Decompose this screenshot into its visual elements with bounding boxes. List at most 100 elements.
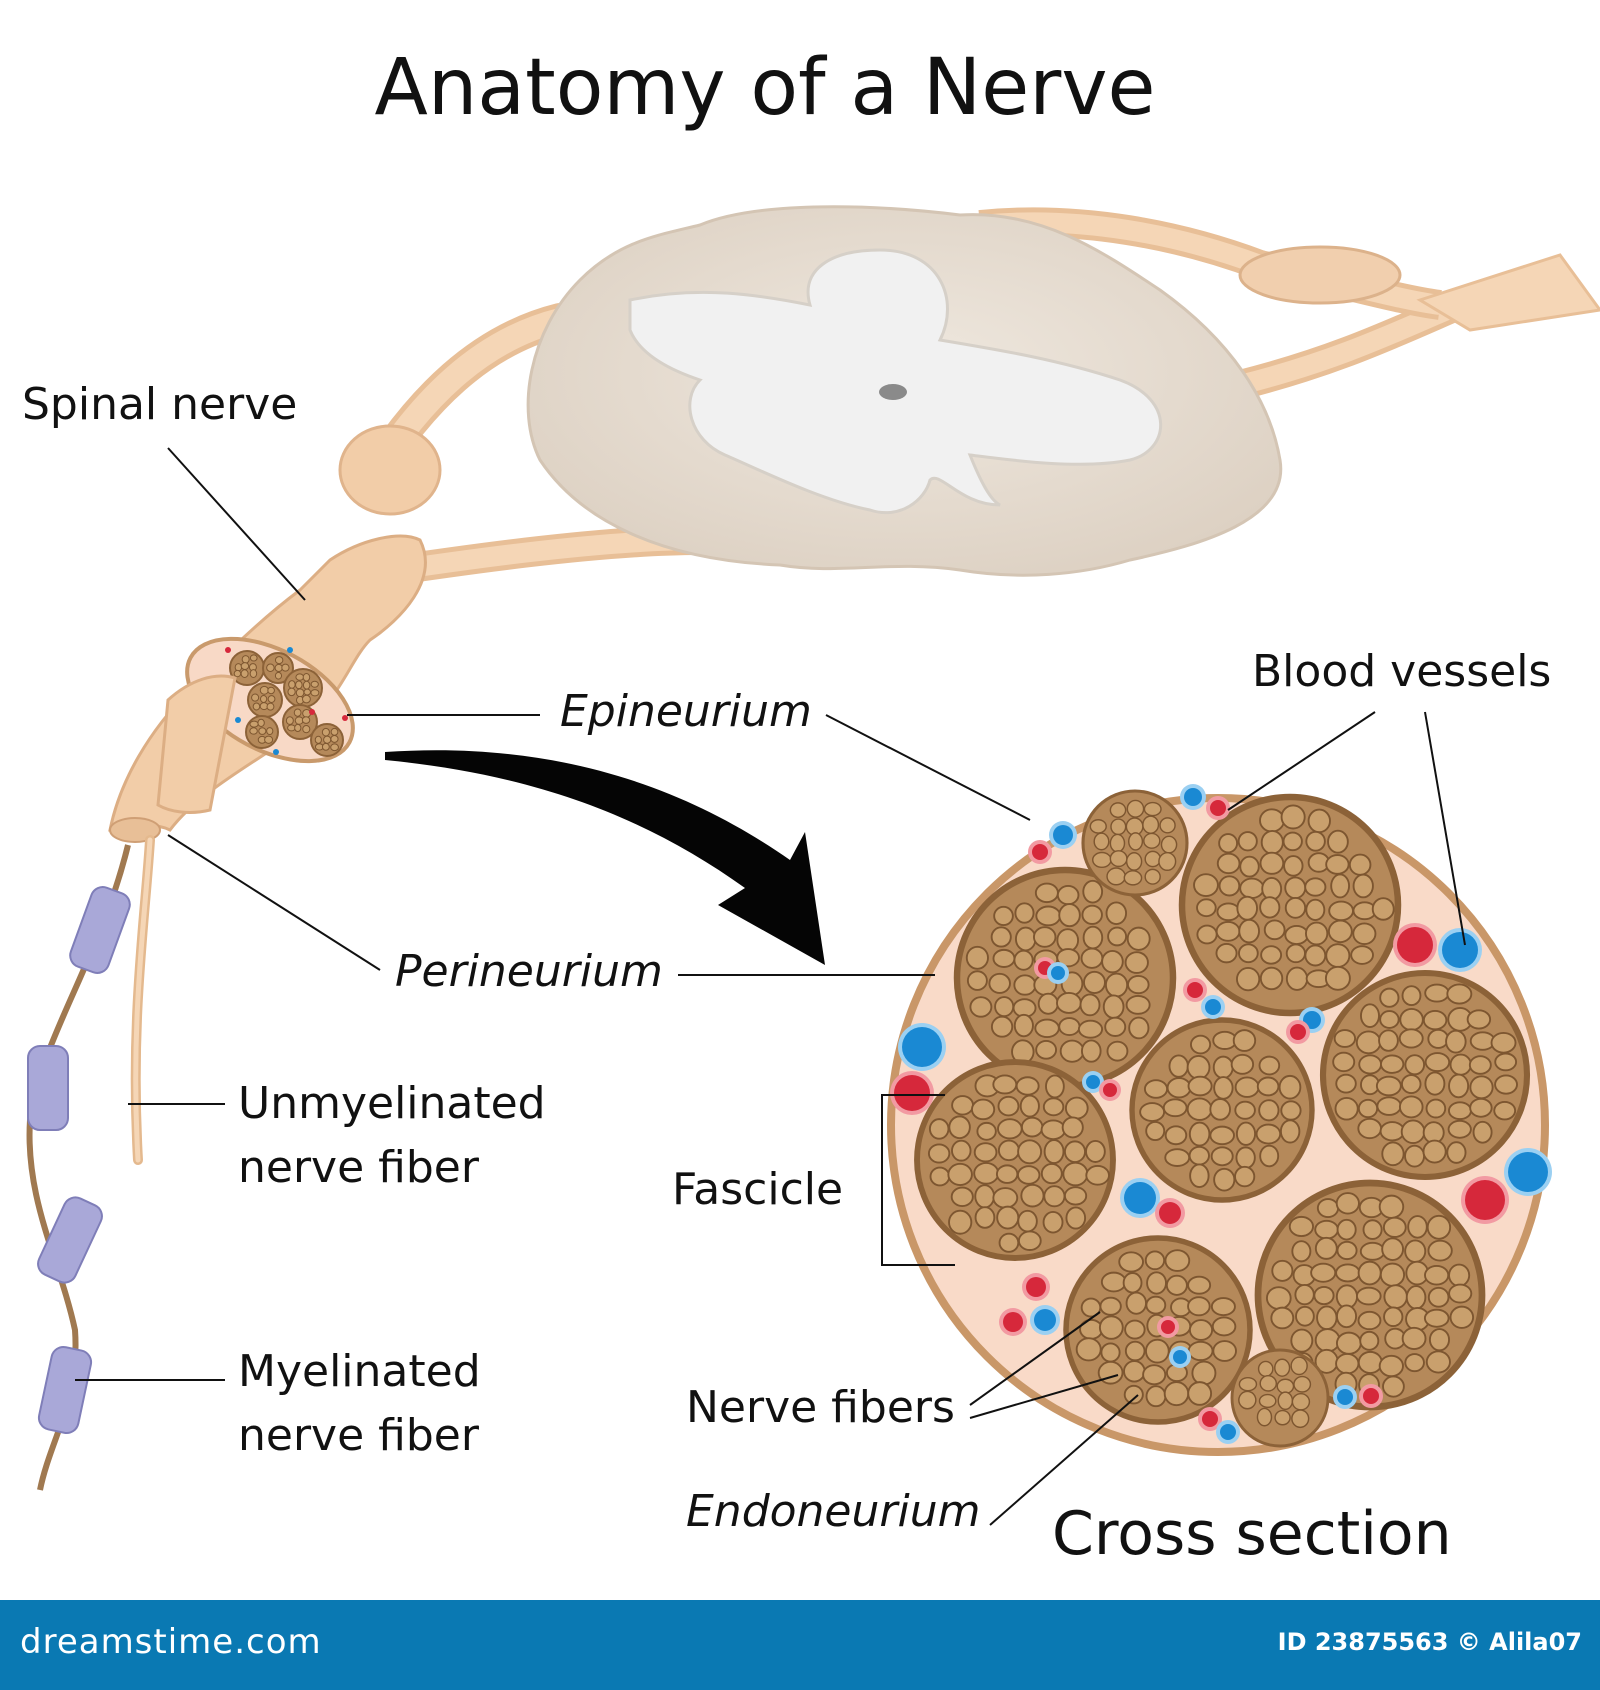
nerve-fiber	[1282, 831, 1303, 852]
nerve-fiber	[1013, 974, 1037, 996]
vein	[1205, 999, 1221, 1015]
nerve-fiber	[1014, 902, 1035, 924]
artery	[309, 709, 315, 715]
nerve-fiber	[1314, 1328, 1341, 1353]
nerve-fiber	[1428, 1328, 1450, 1352]
nerve-fiber	[1378, 1354, 1404, 1378]
fascicle	[310, 723, 344, 757]
nerve-fiber	[1427, 1028, 1449, 1049]
fascicle	[1129, 1017, 1315, 1203]
nerve-fiber	[1127, 975, 1150, 995]
nerve-fiber	[1164, 1148, 1191, 1167]
label-nerve-fibers: Nerve fibers	[686, 1382, 955, 1433]
nerve-fiber	[249, 727, 258, 735]
nerve-fiber	[1236, 967, 1261, 992]
nerve-fiber	[1059, 1039, 1085, 1063]
nerve-fiber	[1166, 1077, 1192, 1099]
nerve-fiber	[1123, 870, 1143, 886]
nerve-fiber	[1276, 1378, 1295, 1395]
nerve-fiber	[1168, 1054, 1189, 1078]
nerve-fiber	[1277, 1391, 1294, 1411]
nerve-fiber	[301, 716, 311, 724]
nerve-fiber	[1145, 1385, 1167, 1408]
nerve-fiber	[1218, 833, 1239, 854]
nerve-fiber	[240, 669, 249, 678]
nerve-fiber	[1423, 1308, 1450, 1328]
nerve-fiber	[1187, 1075, 1213, 1097]
nerve-fiber	[1274, 1409, 1291, 1426]
nerve-fiber	[1143, 801, 1162, 817]
nerve-fiber	[1446, 983, 1473, 1005]
nerve-fiber	[1159, 817, 1176, 834]
artery	[1202, 1411, 1218, 1427]
artery	[1103, 1083, 1117, 1097]
nerve-fiber	[1106, 867, 1126, 886]
vein	[1337, 1389, 1353, 1405]
nerve-fiber	[330, 727, 339, 736]
nerve-fiber	[1186, 1055, 1211, 1080]
nerve-fiber	[294, 723, 302, 733]
nerve-fiber	[293, 708, 302, 717]
nerve-fiber	[1080, 1039, 1102, 1063]
nerve-fiber	[1260, 830, 1284, 855]
nerve-fiber	[1123, 1360, 1146, 1383]
artery	[1397, 927, 1433, 963]
nerve-fiber	[1259, 896, 1281, 919]
mini-cross-section	[156, 636, 355, 814]
fascicle	[1230, 1348, 1330, 1448]
nerve-fiber	[1063, 1186, 1088, 1206]
nerve-fiber	[1187, 1381, 1213, 1406]
nerve-fiber	[1324, 965, 1351, 991]
fascicle	[262, 652, 294, 684]
nerve-fiber	[948, 1209, 973, 1235]
nerve-fiber	[1404, 1239, 1427, 1263]
nerve-fiber	[302, 672, 311, 682]
nerve-fiber	[1305, 921, 1329, 946]
fascicle	[245, 715, 279, 749]
nerve-fiber	[1314, 1219, 1339, 1240]
nerve-fiber	[1125, 1291, 1147, 1315]
vein	[1124, 1182, 1156, 1214]
nerve-fiber	[996, 1205, 1020, 1230]
nerve-fiber	[1290, 1328, 1314, 1353]
nerve-fiber	[1020, 1183, 1045, 1208]
artery	[1159, 1202, 1181, 1224]
nerve-fiber	[1335, 1073, 1357, 1094]
nerve-fiber	[1017, 1209, 1038, 1233]
fascicle	[282, 704, 318, 740]
nerve-fiber	[1383, 1284, 1408, 1310]
nerve-fiber	[1288, 1215, 1314, 1237]
nerve-fiber	[1064, 1096, 1089, 1120]
nerve-fiber	[993, 905, 1014, 927]
nerve-fiber	[1236, 895, 1258, 921]
nerve-fiber	[1122, 1272, 1143, 1294]
nerve-fiber	[929, 1166, 951, 1187]
grey-matter	[628, 248, 1163, 515]
nerve-fiber	[1058, 1017, 1081, 1037]
nerve-fiber	[1124, 1319, 1146, 1340]
nerve-fiber	[249, 669, 258, 678]
nerve-fiber	[976, 1121, 997, 1141]
nerve-fiber	[1422, 1009, 1448, 1031]
nerve-fiber	[1352, 922, 1377, 945]
nerve-fiber	[288, 680, 296, 689]
myelin-segment	[27, 1045, 69, 1131]
nerve-fiber	[1360, 1003, 1380, 1028]
nerve-fiber	[1080, 947, 1104, 969]
nerve-fiber	[1494, 1074, 1518, 1095]
nerve-fiber	[1381, 1141, 1405, 1167]
vein	[1508, 1152, 1548, 1192]
nerve-fiber	[274, 663, 283, 673]
nerve-fiber	[1146, 1271, 1167, 1295]
nerve-fiber	[928, 1118, 950, 1140]
nerve-fiber	[1371, 897, 1395, 921]
nerve-fiber	[281, 663, 290, 672]
nerve-fiber	[1305, 898, 1326, 921]
nerve-fiber	[1230, 1053, 1255, 1075]
nerve-fiber	[1212, 1055, 1234, 1080]
nerve-fiber	[1091, 851, 1112, 869]
nerve-fiber	[1335, 1353, 1360, 1375]
nerve-fiber	[330, 743, 339, 752]
nerve-fiber	[302, 724, 311, 734]
nerve-fiber	[973, 1161, 1000, 1185]
